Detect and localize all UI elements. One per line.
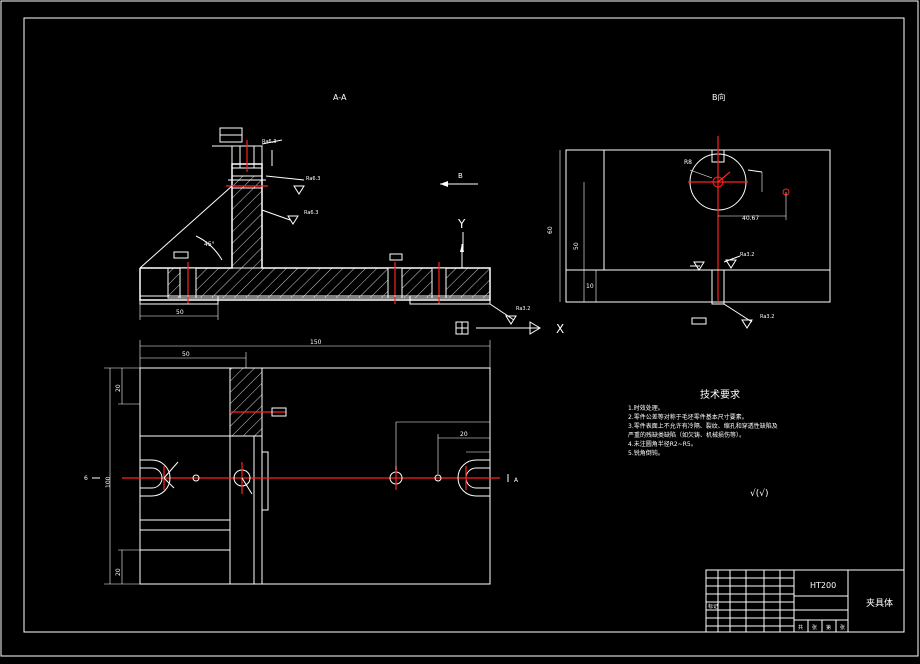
ra-1: Ra6.3 <box>262 139 276 145</box>
tech-item: 2.零件公差等对称于毛坯零件基本尺寸要素。 <box>628 413 748 421</box>
svg-text:张: 张 <box>840 624 845 631</box>
tech-requirements: 技术要求 1.时效处理。 2.零件公差等对称于毛坯零件基本尺寸要素。 3.零件表… <box>628 388 778 499</box>
tech-item: 严重的残缺类缺陷（如欠铸、机械损伤等）。 <box>628 431 745 439</box>
svg-text:20: 20 <box>115 568 122 576</box>
upright-hatch <box>231 185 263 269</box>
view-b-height: 60 <box>547 226 554 234</box>
svg-text:共: 共 <box>798 624 803 631</box>
view-b: B向 60 50 10 40.67 R8 Ra3.2 <box>547 92 831 329</box>
title-block: 标记 HT200 夹具体 共 张 第 张 <box>705 569 905 633</box>
ra-5: Ra3.2 <box>740 252 754 258</box>
title-part-name: 夹具体 <box>866 597 893 609</box>
plan-view: 150 50 100 20 20 20 6 A <box>84 339 519 585</box>
svg-text:10: 10 <box>586 283 594 290</box>
view-b-label: B向 <box>712 92 726 102</box>
ra-2: Ra6.3 <box>306 176 320 182</box>
plan-top-dim: 50 <box>182 351 190 358</box>
svg-text:6: 6 <box>84 475 88 482</box>
axis-y-label: Y <box>457 217 466 231</box>
section-aa-view: A-A 45° Y X <box>139 93 564 336</box>
view-b-width: 40.67 <box>742 215 759 222</box>
svg-text:B: B <box>458 172 463 180</box>
ra-4: Ra3.2 <box>516 306 530 312</box>
title-row-label: 标记 <box>708 603 718 610</box>
svg-text:50: 50 <box>573 242 580 250</box>
tech-title: 技术要求 <box>700 388 740 401</box>
ra-6: Ra3.2 <box>760 314 774 320</box>
tech-item: 5.锐角倒钝。 <box>628 449 664 457</box>
svg-text:45°: 45° <box>204 241 215 248</box>
section-left-dim: 50 <box>176 309 184 316</box>
svg-text:第: 第 <box>826 624 831 631</box>
tech-item: 1.时效处理。 <box>628 404 664 412</box>
drawing-border <box>23 17 905 633</box>
section-aa-label: A-A <box>333 93 347 102</box>
svg-text:R8: R8 <box>684 159 692 166</box>
axis-x-label: X <box>556 322 564 336</box>
view-arrow-b: B <box>440 172 478 187</box>
general-roughness: √(√) <box>750 488 769 499</box>
ra-3: Ra6.3 <box>304 210 318 216</box>
tech-item: 3.零件表面上不允许有冷隔、裂纹、缩孔和穿透性缺陷及 <box>628 422 778 430</box>
title-material: HT200 <box>810 581 836 590</box>
svg-text:张: 张 <box>812 624 817 631</box>
tech-item: 4.未注圆角半径R2~R5。 <box>628 440 697 448</box>
svg-text:20: 20 <box>115 384 122 392</box>
plan-height-dim: 100 <box>105 476 112 488</box>
svg-text:20: 20 <box>460 431 468 438</box>
plan-overall-dim: 150 <box>310 339 322 346</box>
svg-text:A: A <box>514 477 519 484</box>
